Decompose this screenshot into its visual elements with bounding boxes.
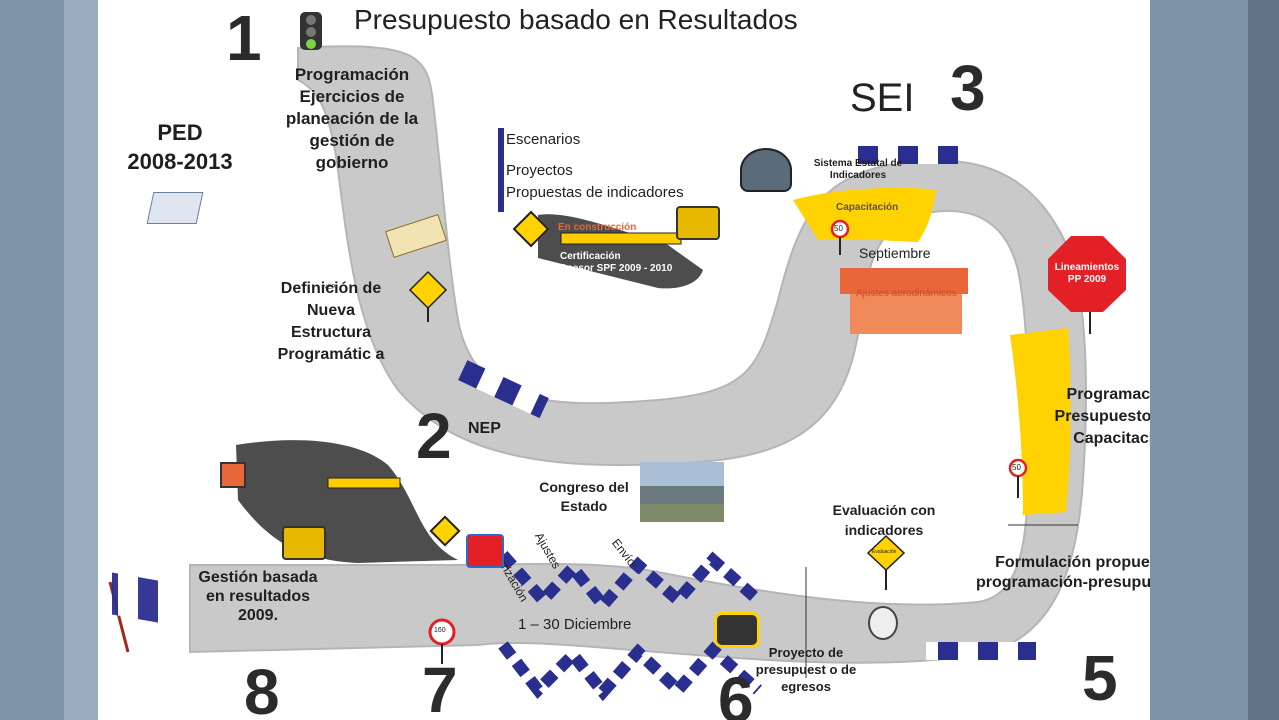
zigzag-bottom <box>498 641 762 702</box>
speed-sign-160-text: 160 <box>434 627 446 634</box>
step-number-5: 5 <box>1082 642 1118 714</box>
garage-body <box>850 294 962 334</box>
traffic-light-icon <box>300 12 322 50</box>
left-border-band <box>0 0 64 720</box>
nep-label: NEP <box>468 420 501 437</box>
congreso-photo <box>640 462 724 522</box>
proyecto-label: Proyecto de presupuest o de egresos <box>755 645 857 694</box>
striped-barrier-1 <box>560 232 682 245</box>
sei-label: SEI <box>850 76 915 120</box>
speedometer-icon <box>740 148 792 192</box>
step-number-2: 2 <box>416 400 452 472</box>
list-item-proyectos: Proyectos <box>506 162 573 179</box>
checker-strip-1 <box>492 128 504 212</box>
road-diagram <box>108 45 1126 702</box>
right-border-band-dark <box>1248 0 1279 720</box>
bulldozer-icon-top <box>676 206 720 240</box>
checker-strip-4 <box>926 642 1036 660</box>
list-item-escenarios: Escenarios <box>506 131 581 148</box>
stopwatch-icon <box>868 606 898 640</box>
checker-strip-3 <box>457 360 549 419</box>
gestion-label: Gestión basada en resultados 2009. <box>198 569 318 624</box>
step-number-8: 8 <box>244 656 280 720</box>
definicion-label: Definición de Nueva Estructura Programát… <box>277 280 385 363</box>
en-construccion-label: En construcción <box>558 222 637 233</box>
ajustes-aero-label: Ajustes aerodinámicos <box>856 288 957 299</box>
programacion-ejercicios-label: Programación Ejercicios de planeación de… <box>285 65 419 172</box>
speed-sign-50b-text: 50 <box>1012 463 1021 472</box>
slide-canvas: Presupuesto basado en Resultados 1 2 3 4… <box>98 0 1150 720</box>
speed-sign-50a-text: 50 <box>834 224 843 233</box>
formulacion-label: Formulación propuestas de programación-p… <box>975 554 1150 591</box>
evaluacion-sign-text: Evaluación <box>872 549 897 555</box>
zigzag-top <box>498 551 762 615</box>
nep-sign-text: NEP <box>323 285 336 291</box>
diciembre-label: 1 – 30 Diciembre <box>518 616 632 633</box>
page-title: Presupuesto basado en Resultados <box>354 4 798 35</box>
step-number-3: 3 <box>950 52 986 124</box>
step-number-7: 7 <box>422 654 458 720</box>
striped-barrier-2 <box>327 477 401 489</box>
step-number-6: 6 <box>718 664 754 720</box>
list-item-propuestas: Propuestas de indicadores <box>506 184 684 201</box>
barrier-people-icon <box>220 462 246 488</box>
capacitacion-band <box>793 187 936 242</box>
left-border-band-light <box>64 0 98 720</box>
gas-pump-icon <box>466 534 504 568</box>
checkered-flag-icon <box>108 572 178 653</box>
bulldozer-icon-bottom <box>282 526 326 560</box>
step-number-1: 1 <box>226 2 262 74</box>
checker-strip-2 <box>858 146 958 164</box>
camera-icon <box>714 612 760 648</box>
septiembre-label: Septiembre <box>859 245 931 261</box>
right-border-band <box>1150 0 1248 720</box>
stop-sign <box>1048 236 1126 312</box>
documents-icon <box>146 192 204 224</box>
capacitacion-label: Capacitación <box>836 202 899 213</box>
programacion-presupuesto-label: Programación- Presupuesto 2009 Capacitac… <box>1054 386 1150 447</box>
garage-roof <box>840 268 968 294</box>
